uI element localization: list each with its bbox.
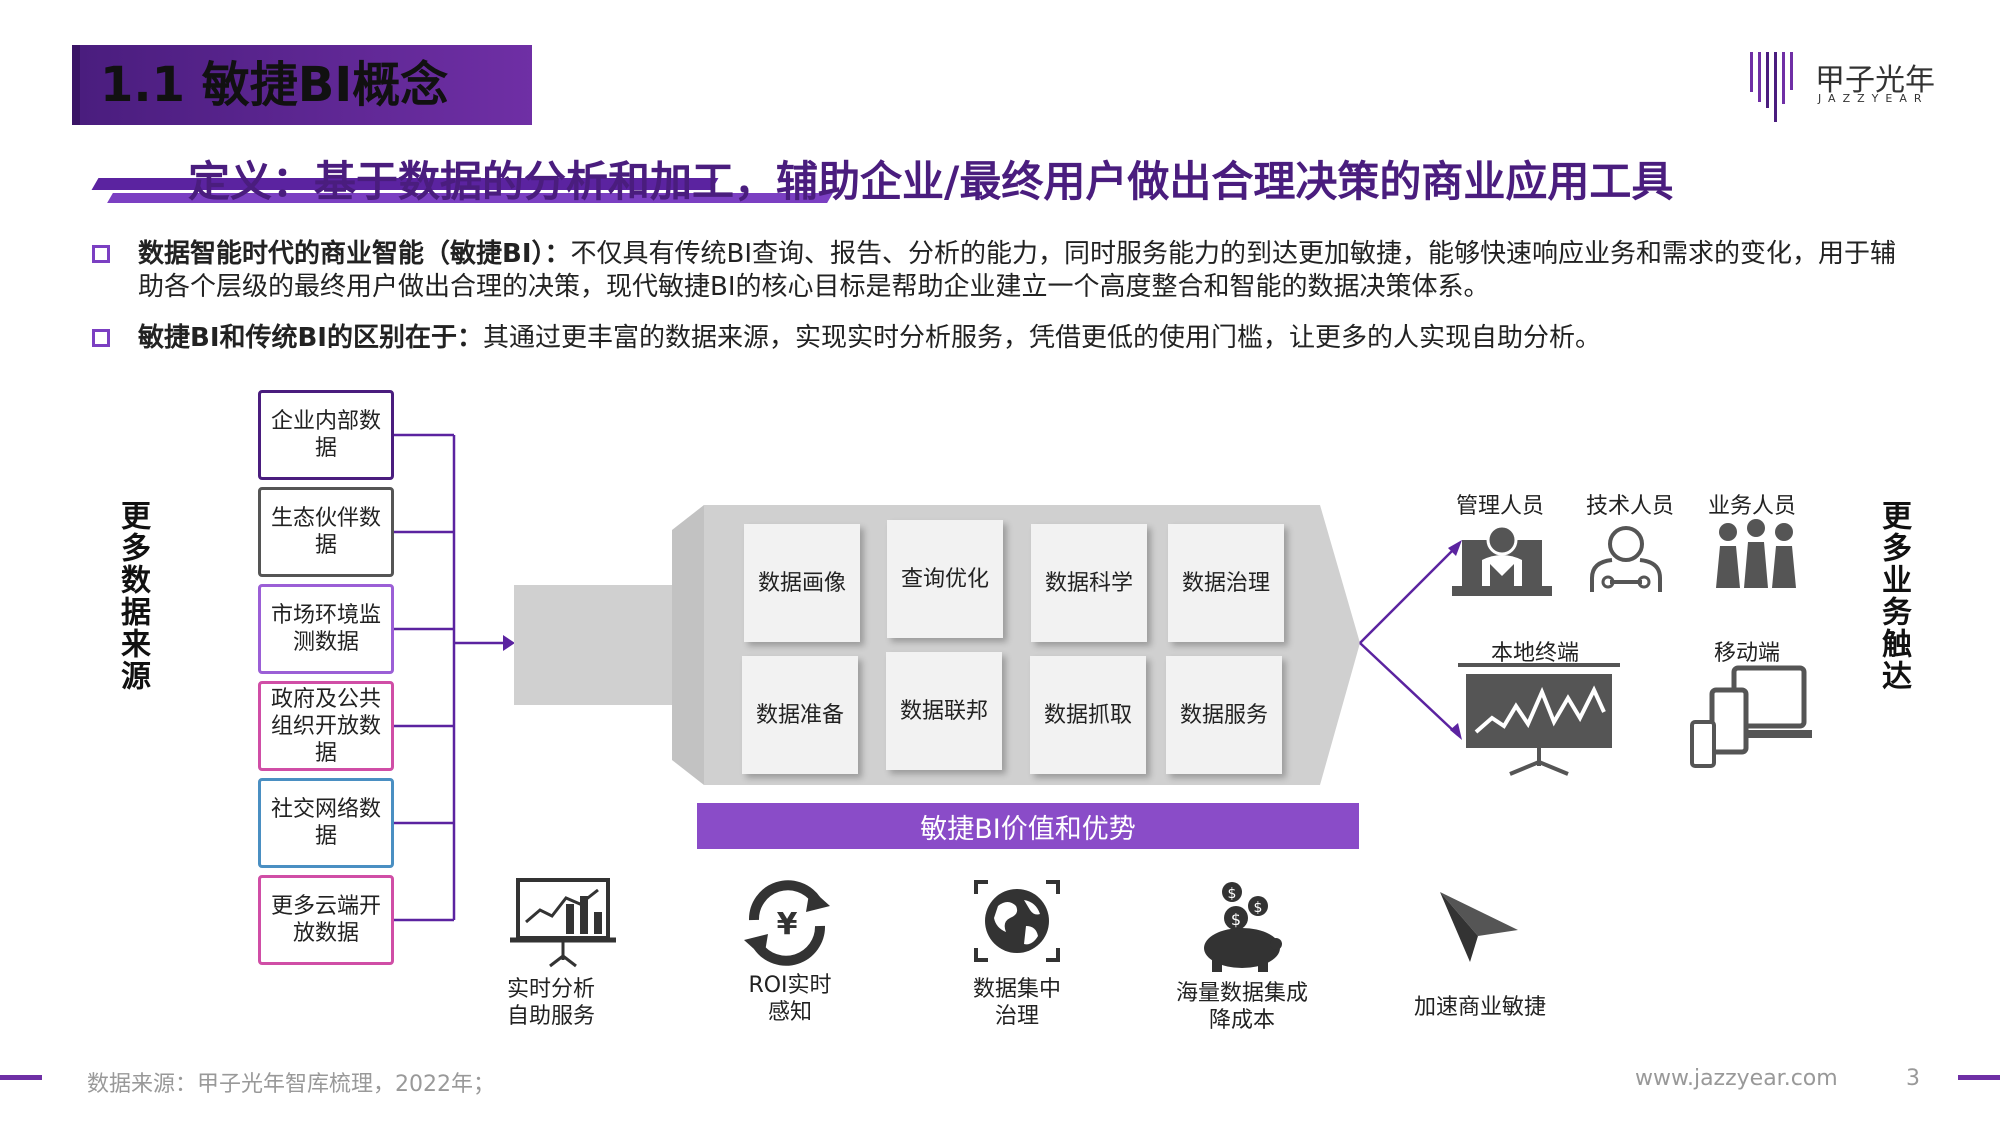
logo-en: JAZZYEAR	[1818, 92, 1929, 105]
paper-plane-icon	[1440, 892, 1518, 962]
piggy-bank-icon: $ $ $	[1204, 882, 1282, 972]
technician-icon	[1590, 526, 1662, 592]
function-box: 数据准备	[742, 656, 858, 774]
function-box: 数据抓取	[1030, 656, 1146, 774]
footer-url[interactable]: www.jazzyear.com	[1635, 1066, 1838, 1091]
bullet-square-icon	[92, 329, 110, 347]
advantage-label: 海量数据集成降成本	[1172, 980, 1312, 1034]
source-box: 政府及公共组织开放数据	[258, 681, 394, 771]
business-team-icon	[1716, 519, 1796, 588]
more-data-sources-label: 更多数据来源	[115, 500, 150, 692]
bullet-2-text: 其通过更丰富的数据来源，实现实时分析服务，凭借更低的使用门槛，让更多的人实现自助…	[482, 323, 1601, 353]
footer-line-left	[0, 1075, 42, 1080]
title-bar	[72, 45, 532, 125]
source-box: 市场环境监测数据	[258, 584, 394, 674]
terminal-label: 本地终端	[1491, 641, 1580, 666]
yuan-cycle-icon: ¥	[744, 880, 830, 966]
function-box: 数据科学	[1031, 524, 1147, 642]
dashboard-chart-icon	[510, 878, 616, 968]
svg-text:$: $	[1228, 886, 1237, 902]
advantage-label: 加速商业敏捷	[1414, 995, 1547, 1020]
advantage-label: ROI实时感知	[730, 972, 850, 1026]
role-label: 技术人员	[1586, 494, 1675, 519]
value-bar: 敏捷BI价值和优势	[697, 803, 1359, 849]
bullet-1-text: 不仅具有传统BI查询、报告、分析的能力，同时服务能力的到达更加敏捷，能够快速响应…	[138, 239, 1897, 302]
logo-cn: 甲子光年	[1815, 63, 1935, 98]
jazzyear-logo-icon	[1750, 52, 1793, 122]
function-box: 查询优化	[887, 520, 1003, 638]
manager-icon	[1452, 524, 1552, 596]
advantage-text: 数据集中治理	[972, 977, 1061, 1029]
advantage-label: 实时分析自助服务	[506, 976, 596, 1030]
local-terminal-icon	[1458, 663, 1620, 776]
svg-text:¥: ¥	[777, 907, 798, 942]
function-box: 数据联邦	[886, 652, 1002, 770]
source-box: 更多云端开放数据	[258, 875, 394, 965]
function-box: 数据治理	[1168, 524, 1284, 642]
terminal-label: 移动端	[1714, 641, 1781, 666]
bullet-2-bold: 敏捷BI和传统BI的区别在于：	[138, 323, 483, 353]
advantage-text: 海量数据集成降成本	[1175, 981, 1308, 1033]
function-box: 数据服务	[1166, 656, 1282, 774]
page-number: 3	[1906, 1066, 1920, 1091]
source-box: 生态伙伴数据	[258, 487, 394, 577]
more-business-reach-label: 更多业务触达	[1876, 500, 1911, 692]
source-box: 社交网络数据	[258, 778, 394, 868]
footer-source: 数据来源：甲子光年智库梳理，2022年；	[87, 1072, 495, 1097]
function-box: 数据画像	[744, 524, 860, 642]
source-box: 企业内部数据	[258, 390, 394, 480]
advantage-text: 实时分析自助服务	[506, 977, 595, 1029]
svg-text:$: $	[1231, 910, 1241, 929]
bullet-paragraph-1: 数据智能时代的商业智能（敏捷BI）：不仅具有传统BI查询、报告、分析的能力，同时…	[138, 238, 1898, 304]
svg-text:$: $	[1254, 900, 1263, 916]
role-label: 业务人员	[1708, 494, 1797, 519]
bullet-square-icon	[92, 245, 110, 263]
page-title: 1.1 敏捷BI概念	[100, 57, 449, 113]
definition-text: 定义：基于数据的分析和加工，辅助企业/最终用户做出合理决策的商业应用工具	[188, 157, 1674, 206]
advantage-label: 数据集中治理	[970, 976, 1064, 1030]
mobile-devices-icon	[1690, 665, 1812, 768]
bullet-paragraph-2: 敏捷BI和传统BI的区别在于：其通过更丰富的数据来源，实现实时分析服务，凭借更低…	[138, 322, 1898, 355]
bullet-1-bold: 数据智能时代的商业智能（敏捷BI）：	[138, 239, 571, 269]
advantage-text: ROI实时感知	[748, 973, 832, 1025]
role-label: 管理人员	[1456, 494, 1545, 519]
footer-line-right	[1958, 1075, 2000, 1080]
globe-focus-icon	[974, 880, 1060, 962]
